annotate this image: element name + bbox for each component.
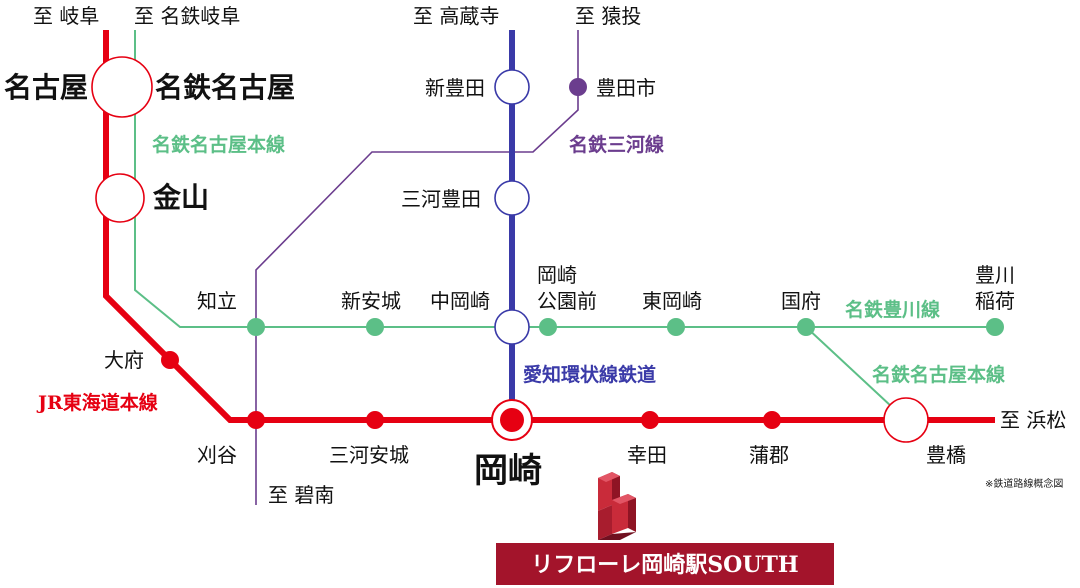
direction-hekinan: 至 碧南 [268, 483, 334, 507]
station-label-nagoya: 名古屋 [4, 71, 88, 104]
station-label-kanayama: 金山 [152, 181, 209, 214]
line-label-meitetsu-mikawa: 名鉄三河線 [569, 133, 664, 156]
direction-meitetsu-gifu: 至 名鉄岐阜 [134, 4, 240, 28]
station-marker-toyotashi[interactable] [569, 78, 587, 96]
station-label-okazaki-koenmae-1: 岡崎 [537, 263, 577, 287]
station-marker-shin-toyota[interactable] [494, 69, 530, 105]
station-label-kou: 国府 [781, 289, 821, 313]
brand-banner[interactable] [496, 543, 834, 585]
station-label-kota: 幸田 [627, 443, 667, 467]
station-label-naka-okazaki: 中岡崎 [430, 289, 490, 313]
line-label-meitetsu-nagoya-main-2: 名鉄名古屋本線 [872, 363, 1005, 386]
station-label-okazaki-koenmae-2: 公園前 [537, 289, 597, 313]
line-label-meitetsu-nagoya-main-1: 名鉄名古屋本線 [152, 133, 285, 156]
direction-takakura: 至 高蔵寺 [413, 4, 499, 28]
station-marker-kou[interactable] [797, 318, 815, 336]
meitetsu-mikawa-line [255, 30, 579, 505]
station-marker-obu[interactable] [161, 351, 179, 369]
direction-gifu: 至 岐阜 [33, 4, 99, 28]
station-marker-toyohashi[interactable] [883, 397, 929, 443]
station-label-chiryu: 知立 [197, 289, 237, 313]
station-marker-higashi-okazaki[interactable] [667, 318, 685, 336]
station-label-meitetsu-nagoya: 名鉄名古屋 [155, 71, 295, 104]
line-label-aichi-kanjo: 愛知環状線鉄道 [523, 363, 656, 386]
station-marker-shin-anjo[interactable] [366, 318, 384, 336]
station-marker-kariya[interactable] [247, 411, 265, 429]
station-label-mikawa-toyota: 三河豊田 [401, 187, 481, 211]
station-marker-mikawa-toyota[interactable] [494, 180, 530, 216]
station-marker-naka-okazaki[interactable] [494, 309, 530, 345]
station-label-gamagori: 蒲郡 [749, 443, 789, 467]
station-marker-kota[interactable] [641, 411, 659, 429]
station-label-obu: 大府 [104, 348, 144, 372]
direction-sanage: 至 猿投 [575, 4, 641, 28]
line-label-jr-tokaido: JR東海道本線 [36, 391, 158, 414]
station-label-kariya: 刈谷 [197, 443, 237, 467]
station-marker-okazaki-inner [500, 408, 524, 432]
brand-name: リフローレ岡崎駅SOUTH [531, 552, 798, 578]
station-label-okazaki: 岡崎 [474, 451, 542, 491]
station-marker-chiryu[interactable] [247, 318, 265, 336]
diagram-note: ※鉄道路線概念図 [985, 477, 1063, 490]
station-label-toyokawa-inari-2: 稲荷 [975, 289, 1015, 313]
direction-hamamatsu: 至 浜松 [1000, 408, 1066, 432]
station-label-shin-anjo: 新安城 [341, 289, 401, 313]
building-icon [598, 472, 636, 540]
station-label-toyokawa-inari-1: 豊川 [975, 263, 1015, 287]
station-marker-nagoya[interactable] [91, 56, 153, 118]
station-marker-kanayama[interactable] [95, 173, 145, 223]
station-marker-mikawa-anjo[interactable] [366, 411, 384, 429]
station-label-higashi-okazaki: 東岡崎 [642, 289, 702, 313]
station-label-toyotashi: 豊田市 [596, 76, 656, 100]
station-marker-gamagori[interactable] [763, 411, 781, 429]
station-label-mikawa-anjo: 三河安城 [329, 443, 409, 467]
line-label-meitetsu-toyokawa: 名鉄豊川線 [845, 298, 940, 321]
station-label-shin-toyota: 新豊田 [425, 76, 485, 100]
station-label-toyohashi: 豊橋 [926, 443, 966, 467]
station-marker-toyokawa-inari[interactable] [986, 318, 1004, 336]
station-marker-okazaki-koenmae[interactable] [539, 318, 557, 336]
